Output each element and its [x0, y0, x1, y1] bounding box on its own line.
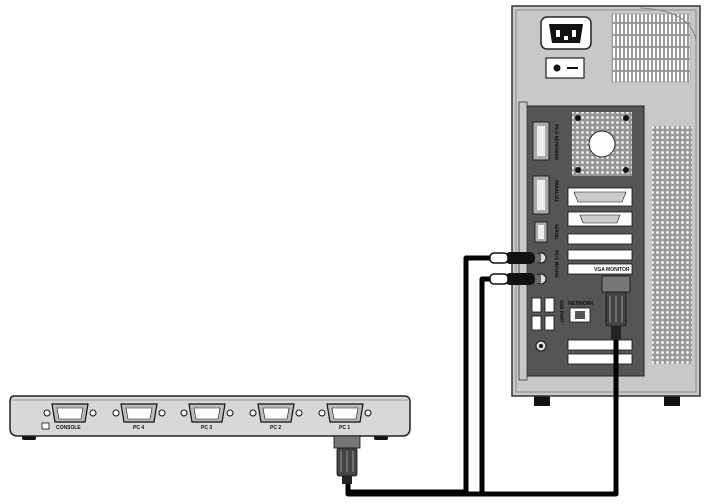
network-port: NETWORK: [568, 301, 594, 323]
kvm-port-console: CONSOLE: [41, 403, 97, 431]
audio-jack: [535, 340, 547, 352]
kvm-port-pc3-label: PC 3: [201, 425, 212, 431]
kvm-port-pc4-label: PC 4: [133, 425, 144, 431]
tower-foot-right: [664, 394, 680, 406]
network-label: NETWORK: [568, 301, 594, 307]
serial-port: SERIAL: [534, 221, 559, 243]
kvm-port-pc2: PC 2: [249, 403, 303, 431]
vga-cable: [345, 340, 619, 497]
parallel-port: PARALLEL: [532, 175, 559, 215]
cable-bundle: [345, 255, 619, 497]
usb-ports: USB PORT: [531, 297, 564, 331]
kvm-switch: CONSOLE PC 4 PC 3 PC 2 P: [9, 395, 411, 484]
kvm-port-console-label: CONSOLE: [56, 425, 81, 431]
serial-label: SERIAL: [554, 224, 559, 240]
computer-tower: PS/2 KEYBOARD PARALLEL SERIAL PS/2 MOUSE…: [489, 5, 701, 406]
ps2-plug-lower: [489, 273, 541, 285]
ps2-cable-keyboard: [463, 255, 490, 492]
kvm-port-pc3: PC 3: [180, 403, 234, 431]
parallel-label: PARALLEL: [554, 180, 559, 203]
ps2-cable-mouse: [479, 276, 490, 492]
usb-port-label: USB PORT: [559, 300, 564, 323]
top-vent: [611, 13, 691, 83]
kvm-port-pc4: PC 4: [112, 403, 166, 431]
ps2-mouse-label: PS/2 MOUSE: [554, 250, 559, 278]
kvm-port-pc2-label: PC 2: [270, 425, 281, 431]
ps2-keyboard-label: PS/2 KEYBOARD: [554, 124, 559, 161]
vga-monitor-label: VGA MONITOR: [594, 267, 630, 273]
ps2-plug-upper: [489, 252, 541, 264]
kvm-port-pc1: PC 1: [318, 403, 372, 431]
ps2-keyboard-port: PS/2 KEYBOARD: [532, 121, 559, 161]
expansion-slots: [567, 187, 633, 365]
tower-foot-left: [534, 394, 550, 406]
kvm-port-pc1-label: PC 1: [339, 425, 350, 431]
power-switch: [545, 57, 585, 79]
power-inlet: [540, 16, 592, 50]
vga-plug-pc: [601, 275, 631, 340]
kvm-cable-plug: [333, 435, 361, 484]
fan-grille: [572, 112, 632, 176]
side-vent: [652, 126, 692, 364]
monitor-icon: [41, 422, 50, 430]
